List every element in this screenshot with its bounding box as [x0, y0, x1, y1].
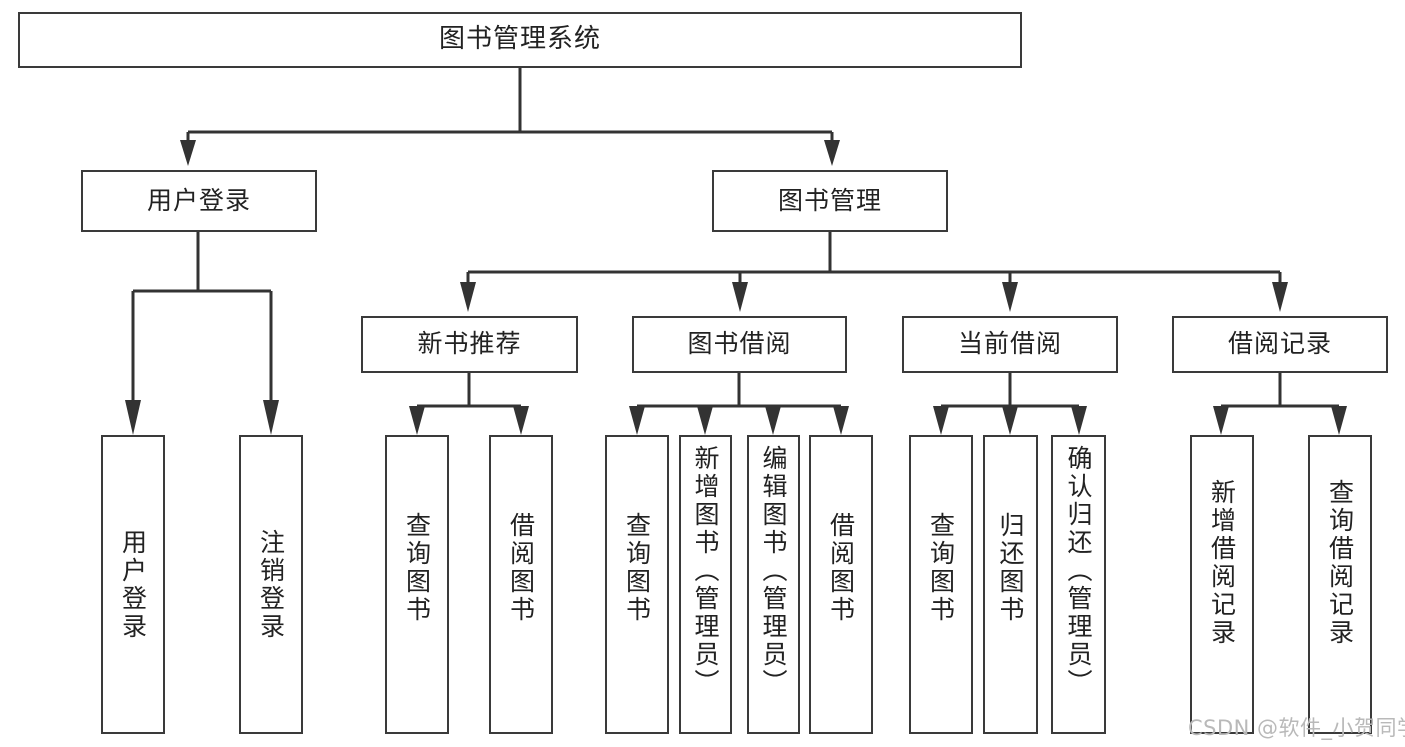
node-root-system-label: 图书管理系统 — [438, 24, 601, 55]
leaf-return-book[interactable]: 归还图书 — [983, 435, 1038, 734]
leaf-query-book-2[interactable]: 查询图书 — [605, 435, 669, 734]
arrowhead-current-borrow — [1002, 282, 1018, 312]
node-borrow-record[interactable]: 借阅记录 — [1172, 316, 1388, 373]
leaf-user-login-label: 用户登录 — [118, 529, 148, 641]
node-book-manage-label: 图书管理 — [777, 185, 882, 215]
arrowhead-bb-3 — [765, 406, 781, 435]
leaf-add-book[interactable]: 新增图书（管理员） — [679, 435, 732, 734]
arrowhead-leaf-user-login — [125, 400, 141, 435]
leaf-logout[interactable]: 注销登录 — [239, 435, 303, 734]
leaf-borrow-book-2-label: 借阅图书 — [826, 512, 856, 624]
leaf-confirm-return-label: 确认归还（管理员） — [1064, 445, 1093, 697]
leaf-add-borrow-record-label: 新增借阅记录 — [1207, 479, 1237, 647]
node-root-system[interactable]: 图书管理系统 — [18, 12, 1022, 68]
arrowhead-nbr-1 — [409, 406, 425, 435]
leaf-query-borrow-record[interactable]: 查询借阅记录 — [1308, 435, 1372, 734]
node-book-borrow[interactable]: 图书借阅 — [632, 316, 847, 373]
arrowhead-book-borrow — [732, 282, 748, 312]
arrowhead-cb-3 — [1071, 406, 1087, 435]
leaf-query-book-2-label: 查询图书 — [622, 512, 652, 624]
csdn-watermark: CSDN @软件_小贺同学 — [1188, 716, 1405, 740]
leaf-borrow-book-1[interactable]: 借阅图书 — [489, 435, 553, 734]
arrowhead-leaf-logout — [263, 400, 279, 435]
node-new-book-recommend-label: 新书推荐 — [417, 329, 522, 359]
arrowhead-br-2 — [1331, 406, 1347, 435]
arrowhead-bb-1 — [629, 406, 645, 435]
arrowhead-book-manage — [824, 140, 840, 166]
arrowhead-br-1 — [1213, 406, 1229, 435]
arrowhead-bb-4 — [833, 406, 849, 435]
leaf-borrow-book-2[interactable]: 借阅图书 — [809, 435, 873, 734]
node-user-login[interactable]: 用户登录 — [81, 170, 317, 232]
node-book-borrow-label: 图书借阅 — [687, 329, 792, 359]
node-book-manage[interactable]: 图书管理 — [712, 170, 948, 232]
leaf-confirm-return[interactable]: 确认归还（管理员） — [1051, 435, 1106, 734]
leaf-query-book-3-label: 查询图书 — [926, 512, 956, 624]
leaf-user-login[interactable]: 用户登录 — [101, 435, 165, 734]
arrowhead-cb-1 — [933, 406, 949, 435]
leaf-query-borrow-record-label: 查询借阅记录 — [1325, 479, 1355, 647]
node-current-borrow[interactable]: 当前借阅 — [902, 316, 1118, 373]
node-borrow-record-label: 借阅记录 — [1227, 329, 1332, 359]
node-current-borrow-label: 当前借阅 — [957, 329, 1062, 359]
leaf-logout-label: 注销登录 — [256, 529, 286, 641]
arrowhead-cb-2 — [1002, 406, 1018, 435]
leaf-add-book-label: 新增图书（管理员） — [691, 445, 720, 697]
arrowhead-nbr-2 — [513, 406, 529, 435]
leaf-edit-book-label: 编辑图书（管理员） — [759, 445, 788, 697]
leaf-query-book-1[interactable]: 查询图书 — [385, 435, 449, 734]
leaf-add-borrow-record[interactable]: 新增借阅记录 — [1190, 435, 1254, 734]
node-new-book-recommend[interactable]: 新书推荐 — [361, 316, 578, 373]
arrowhead-new-book-rec — [460, 282, 476, 312]
arrowhead-user-login — [180, 140, 196, 166]
leaf-query-book-3[interactable]: 查询图书 — [909, 435, 973, 734]
node-user-login-label: 用户登录 — [146, 185, 251, 215]
leaf-borrow-book-1-label: 借阅图书 — [506, 512, 536, 624]
leaf-return-book-label: 归还图书 — [996, 512, 1025, 624]
arrowhead-bb-2 — [697, 406, 713, 435]
arrowhead-borrow-record — [1272, 282, 1288, 312]
leaf-edit-book[interactable]: 编辑图书（管理员） — [747, 435, 800, 734]
leaf-query-book-1-label: 查询图书 — [402, 512, 432, 624]
